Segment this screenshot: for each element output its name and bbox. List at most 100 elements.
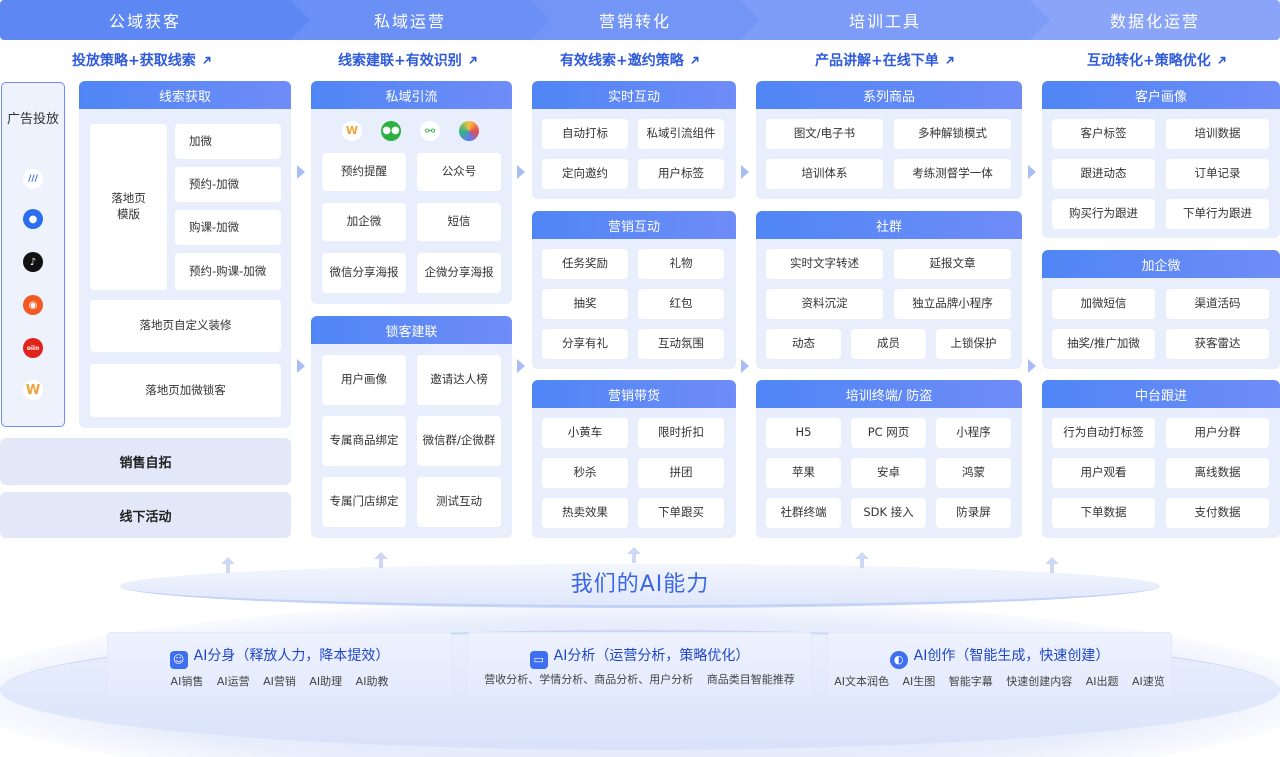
chip-label: 用户画像	[341, 372, 387, 387]
stage-title: 私域运营	[373, 12, 446, 31]
chip-label: 成员	[877, 336, 900, 351]
flow-arrow-icon	[517, 359, 525, 373]
option-chip: 自动打标	[542, 119, 628, 149]
chip-label: 客户标签	[1080, 126, 1127, 141]
option-chip: 资料沉淀	[766, 289, 883, 319]
option-chip: 微信分享海报	[322, 253, 406, 293]
option-chip: 私域引流组件	[638, 119, 724, 149]
chip-label: H5	[795, 425, 812, 440]
monitor-icon: ▭	[529, 651, 548, 669]
option-chip: 订单记录	[1166, 159, 1269, 189]
card-title: ☺AI分身（释放人力，降本提效）	[108, 645, 451, 669]
stage-private-operation: 私域运营	[290, 0, 550, 40]
panel-title: 社群	[756, 211, 1022, 239]
chip-label: 小程序	[956, 425, 991, 440]
up-arrow-icon	[374, 552, 388, 568]
subtitle-text: 线索建联+有效识别	[338, 53, 462, 69]
flow-arrow-icon	[741, 359, 749, 373]
panel-title: 系列商品	[756, 81, 1022, 109]
chip-label: 私域引流组件	[646, 126, 716, 141]
chip-label: SDK 接入	[863, 505, 914, 520]
option-chip: 购课-加微	[175, 210, 281, 245]
chip-label: 安卓	[877, 465, 900, 480]
option-chip: 预约提醒	[322, 153, 406, 191]
wechat-icon: ●●	[381, 121, 401, 141]
option-chip: 小程序	[936, 418, 1011, 448]
flow-arrow-icon	[297, 359, 305, 373]
option-chip: SDK 接入	[851, 498, 926, 528]
option-chip: 苹果	[766, 458, 841, 488]
option-chip: 离线数据	[1166, 458, 1269, 488]
baidu-icon: ●	[23, 209, 43, 229]
up-arrow-icon	[221, 557, 235, 573]
chip-label: 渠道活码	[1194, 296, 1241, 311]
chip-label: 抽奖/推广加微	[1067, 336, 1140, 351]
chip-label: 订单记录	[1194, 166, 1241, 181]
chip-label: 专属门店绑定	[329, 494, 399, 509]
chip-label: 下单数据	[1080, 505, 1127, 520]
option-chip: 互动氛围	[638, 329, 724, 359]
arrow-up-right-icon: ➜	[1213, 50, 1232, 70]
stage-public-acquisition: 公域获客	[0, 0, 310, 40]
chip-label: 延报文章	[929, 256, 976, 271]
chip-label: 测试互动	[436, 494, 482, 509]
ad-placement-column: 广告投放 /// ● ♪ ◉ oiin W	[1, 82, 65, 427]
chip-label: 落地页模版	[111, 191, 146, 221]
card-item: AI速览	[1132, 675, 1165, 688]
chip-label: 用户观看	[1080, 465, 1127, 480]
tiktok-icon: ♪	[23, 252, 43, 272]
option-chip: 用户画像	[322, 355, 406, 405]
chip-label: 培训体系	[801, 166, 848, 181]
flow-arrow-icon	[1028, 359, 1036, 373]
palette-icon: ◐	[889, 651, 908, 669]
chip-label: 支付数据	[1194, 505, 1241, 520]
flow-arrow-icon	[741, 165, 749, 179]
card-items: 营收分析、学情分析、商品分析、用户分析 商品类目智能推荐	[468, 671, 811, 687]
chip-label: 考练测督学一体	[912, 166, 993, 181]
card-item: 商品类目智能推荐	[706, 673, 795, 686]
card-item: AI运营	[216, 675, 250, 688]
chip-label: 微信分享海报	[329, 265, 399, 280]
brand-icon: W	[342, 121, 362, 141]
card-item: AI助理	[309, 675, 343, 688]
chip-label: 苹果	[792, 465, 815, 480]
option-chip: 支付数据	[1166, 498, 1269, 528]
option-chip: 加微短信	[1052, 289, 1155, 319]
subtitle-text: 有效线索+邀约策略	[560, 53, 684, 69]
option-chip: 定向邀约	[542, 159, 628, 189]
chip-label: 小黄车	[567, 425, 603, 440]
chip-label: 热卖效果	[562, 505, 608, 520]
option-chip: 微信群/企微群	[417, 416, 501, 466]
chip-label: 购课-加微	[189, 219, 240, 234]
option-chip: H5	[766, 418, 841, 448]
chip-label: 落地页自定义装修	[139, 318, 232, 333]
option-chip: 渠道活码	[1166, 289, 1269, 319]
panel-title: 线索获取	[79, 81, 291, 109]
chip-label: 防录屏	[956, 505, 991, 520]
option-chip: 行为自动打标签	[1052, 418, 1155, 448]
arrow-up-right-icon: ➜	[686, 50, 705, 70]
stage-marketing-conversion: 营销转化	[530, 0, 760, 40]
flow-arrow-icon	[517, 165, 525, 179]
option-chip: 购买行为跟进	[1052, 199, 1155, 229]
card-item: 营收分析、学情分析、商品分析、用户分析	[484, 673, 694, 686]
chip-label: 资料沉淀	[801, 296, 848, 311]
option-chip: 邀请达人榜	[417, 355, 501, 405]
option-chip: PC 网页	[851, 418, 926, 448]
option-chip: 多种解锁模式	[894, 119, 1011, 149]
chip-label: 预约-购课-加微	[189, 263, 267, 278]
card-item: AI助教	[355, 675, 389, 688]
arrow-up-right-icon: ➜	[464, 50, 483, 70]
card-title-text: AI分析（运营分析，策略优化）	[553, 648, 750, 664]
option-chip: 实时文字转述	[766, 249, 883, 279]
chip-label: 加微	[189, 133, 212, 148]
option-chip: 跟进动态	[1052, 159, 1155, 189]
option-chip: 用户分群	[1166, 418, 1269, 448]
offline-activity: 线下活动	[0, 492, 291, 538]
option-chip: 红包	[638, 289, 724, 319]
up-arrow-icon	[1045, 557, 1059, 573]
option-chip: 企微分享海报	[417, 253, 501, 293]
panel-title: 锁客建联	[311, 316, 512, 344]
up-arrow-icon	[627, 547, 641, 563]
card-title: ▭ AI分析（运营分析，策略优化）	[468, 645, 811, 669]
